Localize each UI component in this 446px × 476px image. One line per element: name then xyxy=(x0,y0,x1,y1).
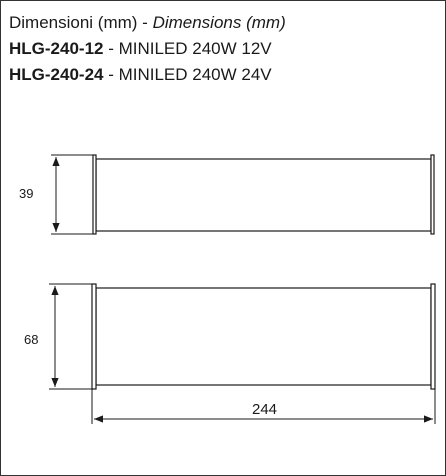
model-desc-2: - MINILED 240W 24V xyxy=(103,65,272,84)
title-italic: Dimensions (mm) xyxy=(152,13,286,32)
title-plain: Dimensioni (mm) - xyxy=(9,13,153,32)
model-desc-1: - MINILED 240W 12V xyxy=(103,39,272,58)
model-line-2: HLG-240-24 - MINILED 240W 24V xyxy=(9,62,286,88)
unit-39-end-cap-left xyxy=(92,154,97,235)
unit-68-end-cap-right xyxy=(430,283,436,390)
length-label: 244 xyxy=(252,401,277,418)
unit-39-end-cap-right xyxy=(430,154,435,235)
model-code-2: HLG-240-24 xyxy=(9,65,104,84)
header: Dimensioni (mm) - Dimensions (mm) HLG-24… xyxy=(9,10,286,88)
unit-39-drawing: 39 xyxy=(19,154,435,235)
unit-68-end-cap-left xyxy=(91,283,97,390)
unit-39-body xyxy=(95,158,432,232)
unit-68-body xyxy=(95,287,432,386)
model-line-1: HLG-240-12 - MINILED 240W 12V xyxy=(9,36,286,62)
unit-39-height-label: 39 xyxy=(19,186,33,201)
model-code-1: HLG-240-12 xyxy=(9,39,104,58)
title-line: Dimensioni (mm) - Dimensions (mm) xyxy=(9,10,286,36)
unit-68-drawing: 68 244 xyxy=(24,283,436,424)
unit-68-height-label: 68 xyxy=(24,332,38,347)
